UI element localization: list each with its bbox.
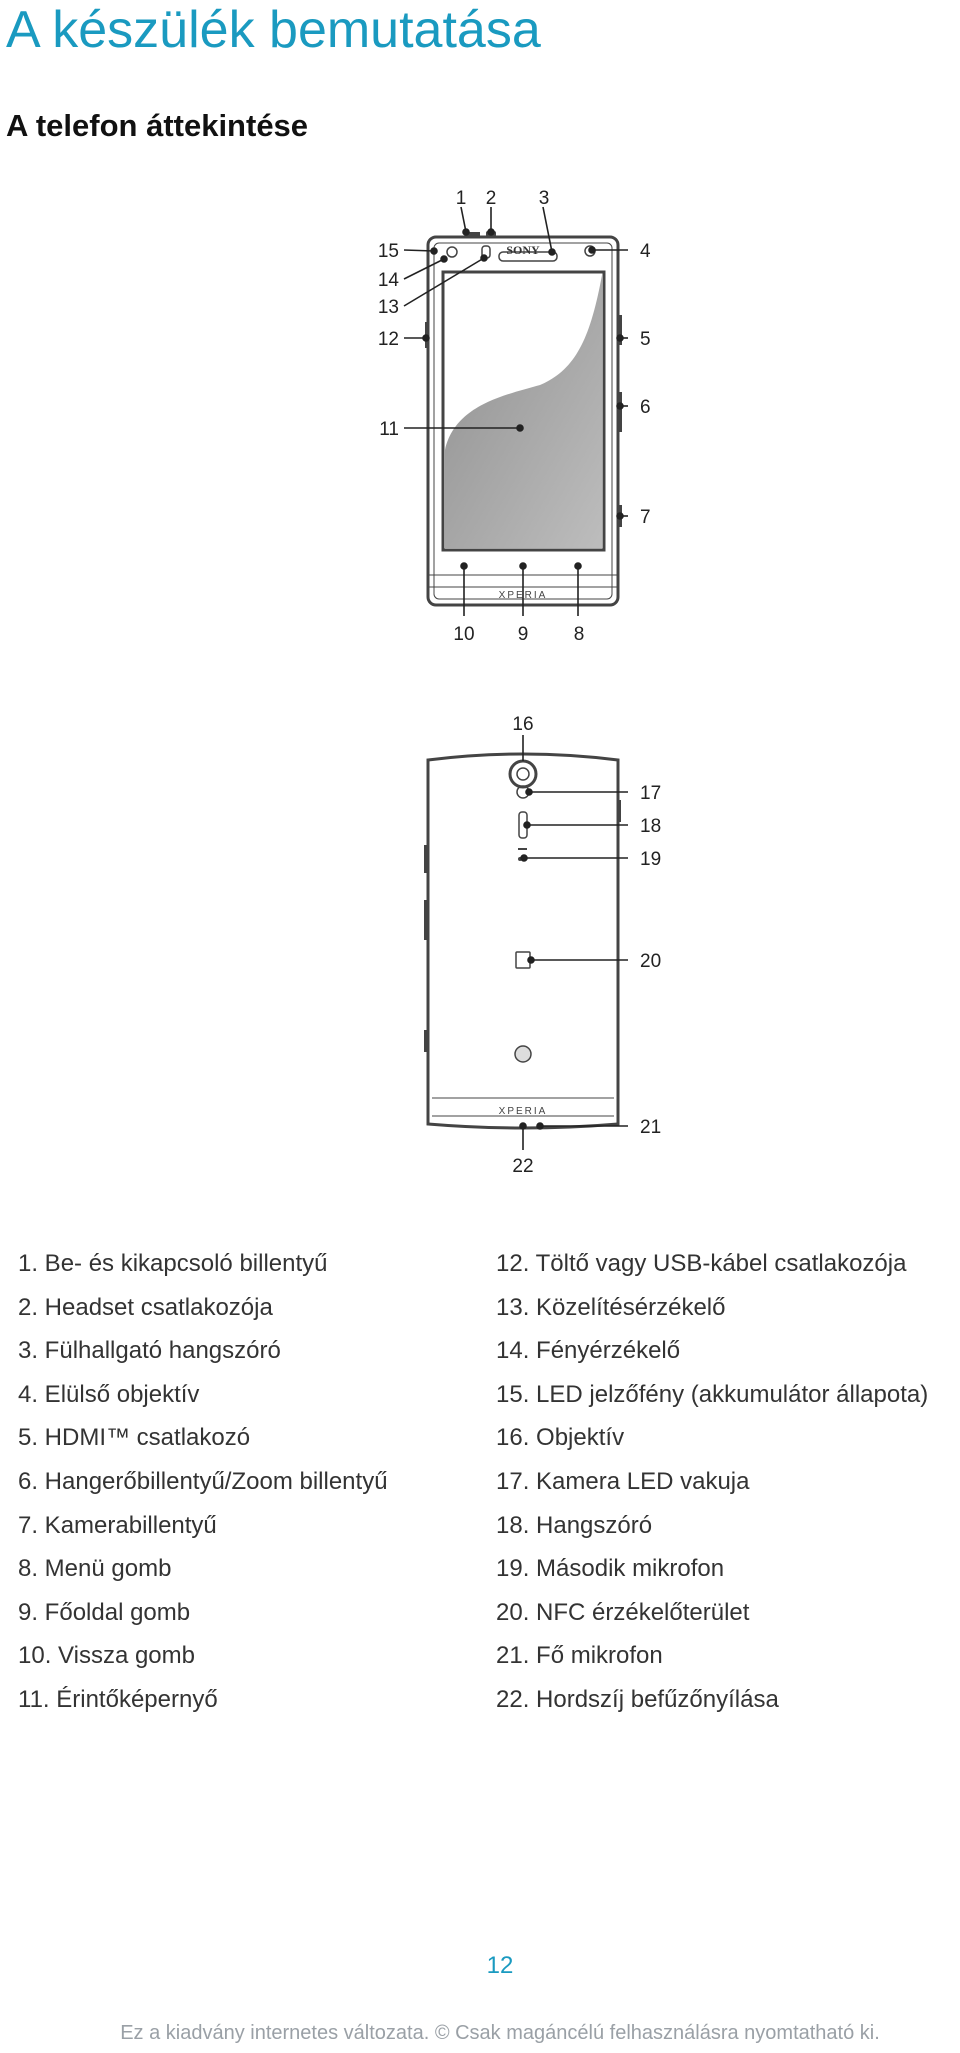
legend-item: 17. Kamera LED vakuja	[496, 1467, 750, 1495]
legend-item: 6. Hangerőbillentyű/Zoom billentyű	[18, 1467, 388, 1495]
callout-16: 16	[512, 714, 533, 735]
legend-item: 4. Elülső objektív	[18, 1380, 200, 1408]
back-phone	[424, 752, 621, 1130]
sony-ericsson-logo	[514, 1045, 532, 1063]
callout-4: 4	[640, 241, 651, 262]
legend-item: 1. Be- és kikapcsoló billentyű	[18, 1250, 328, 1277]
callout-10: 10	[453, 624, 474, 645]
legend-item: 13. Közelítésérzékelő	[496, 1293, 726, 1321]
back-side-port	[618, 800, 621, 822]
back-leader-lines	[519, 735, 628, 1150]
page-number: 12	[486, 1952, 514, 1979]
legend-item: 19. Második mikrofon	[496, 1555, 725, 1583]
callout-6: 6	[640, 397, 651, 418]
legend-item: 9. Főoldal gomb	[18, 1598, 191, 1626]
callout-2: 2	[486, 188, 497, 209]
callout-21: 21	[640, 1117, 661, 1138]
volume-key	[618, 392, 622, 432]
callout-9: 9	[518, 624, 529, 645]
legend-item: 20. NFC érzékelőterület	[496, 1598, 750, 1626]
hdmi-port	[618, 315, 622, 345]
back-side-key-3	[424, 1030, 428, 1052]
legend-list-left: 1. Be- és kikapcsoló billentyű 2. Headse…	[18, 1242, 388, 1722]
back-side-key-1	[424, 845, 428, 873]
callout-7: 7	[640, 507, 651, 528]
callout-12: 12	[378, 329, 399, 350]
callout-8: 8	[574, 624, 585, 645]
phone-overview-diagram: SONY XPERIA 1 2 3 4 5 6 7 8 9 10 11 12 1…	[378, 188, 661, 1177]
legend-item: 15. LED jelzőfény (akkumulátor állapota)	[496, 1380, 929, 1408]
legend-item: 12. Töltő vagy USB-kábel csatlakozója	[496, 1250, 907, 1277]
callout-13: 13	[378, 297, 399, 318]
camera-lens-inner	[516, 767, 530, 781]
back-side-key-2	[424, 900, 428, 940]
callout-17: 17	[640, 783, 661, 804]
sony-logo: SONY	[506, 243, 540, 257]
back-phone-body	[426, 752, 620, 1130]
callout-3: 3	[539, 188, 550, 209]
callout-14: 14	[378, 270, 400, 291]
callout-18: 18	[640, 816, 661, 837]
callout-22: 22	[512, 1156, 533, 1177]
earpiece-speaker	[498, 251, 558, 262]
footer-note: Ez a kiadvány internetes változata. © Cs…	[120, 2022, 880, 2044]
legend-item: 10. Vissza gomb	[18, 1642, 195, 1670]
legend-list-right: 12. Töltő vagy USB-kábel csatlakozója 13…	[496, 1242, 928, 1722]
legend-item: 8. Menü gomb	[18, 1555, 172, 1583]
callout-1: 1	[456, 188, 467, 209]
legend-item: 14. Fényérzékelő	[496, 1337, 681, 1365]
callout-20: 20	[640, 951, 661, 972]
page-title: A készülék bemutatása	[6, 1, 541, 59]
legend-item: 11. Érintőképernyő	[18, 1685, 218, 1713]
power-key	[466, 232, 480, 237]
callout-15: 15	[378, 241, 399, 262]
legend-item: 3. Fülhallgató hangszóró	[18, 1337, 281, 1365]
legend-item: 18. Hangszóró	[496, 1511, 653, 1539]
legend-item: 5. HDMI™ csatlakozó	[18, 1424, 251, 1452]
callout-5: 5	[640, 329, 651, 350]
callout-11: 11	[379, 419, 399, 440]
legend-item: 2. Headset csatlakozója	[18, 1293, 273, 1321]
legend-item: 21. Fő mikrofon	[496, 1642, 663, 1670]
back-xperia-logo: XPERIA	[499, 1106, 548, 1117]
light-sensor	[446, 246, 458, 258]
screen-wallpaper	[445, 275, 602, 548]
legend-item: 7. Kamerabillentyű	[18, 1511, 217, 1539]
legend-item: 22. Hordszíj befűzőnyílása	[496, 1685, 779, 1713]
front-xperia-logo: XPERIA	[499, 590, 548, 601]
callout-19: 19	[640, 849, 661, 870]
section-subtitle: A telefon áttekintése	[6, 108, 309, 143]
legend-item: 16. Objektív	[496, 1424, 625, 1452]
front-phone	[425, 231, 622, 607]
front-leader-lines	[403, 206, 628, 616]
